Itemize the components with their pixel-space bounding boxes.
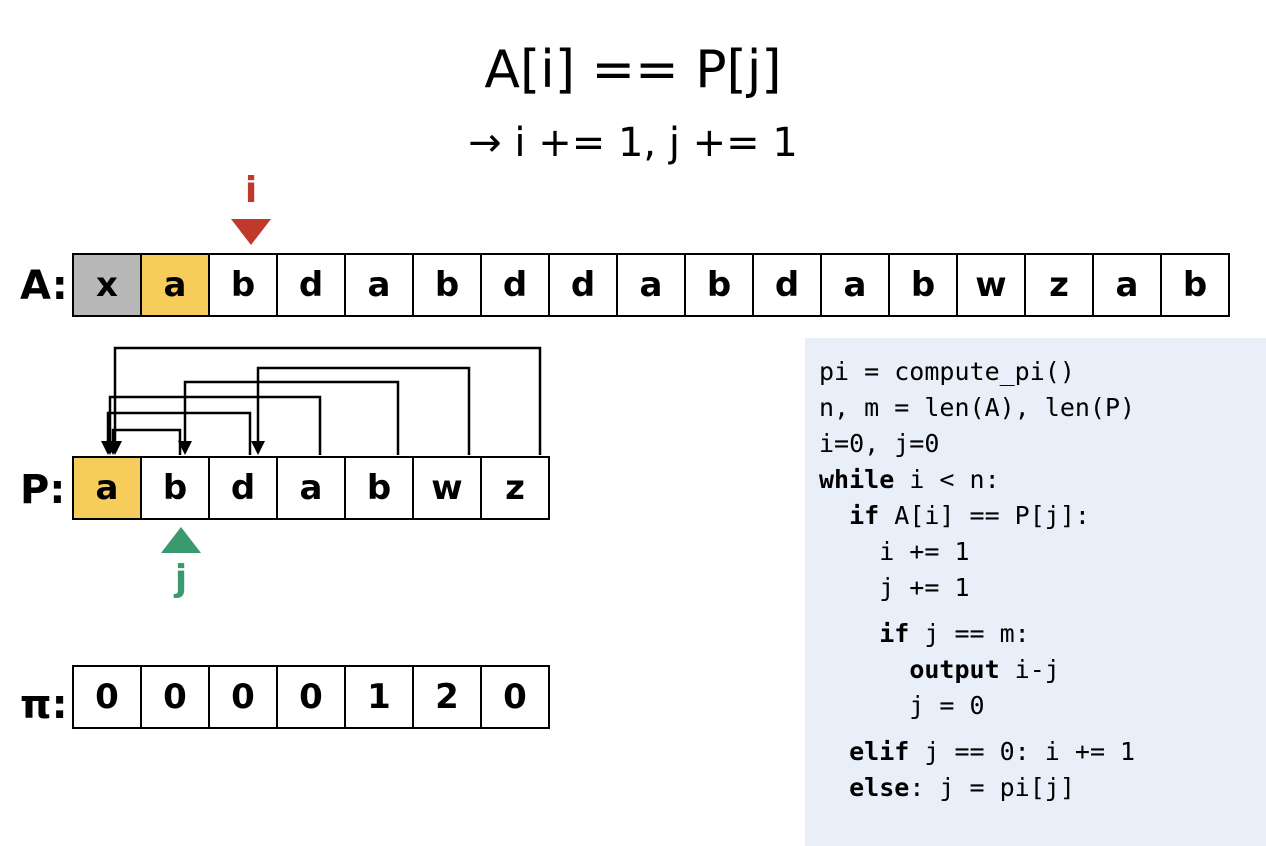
array-a-cell: a [616,253,686,317]
failure-link-line [183,380,400,455]
code-text: : j = pi[j] [909,773,1075,802]
failure-link-line [108,395,322,455]
title-action: → i += 1, j += 1 [468,120,798,166]
array-a-cell: d [480,253,550,317]
arrowhead-icon [106,441,120,455]
failure-link-line [111,428,182,455]
array-a-cell: b [208,253,278,317]
i-pointer-label: i [244,170,258,211]
title-condition: A[i] == P[j] [484,40,782,100]
pattern-p-cell: b [140,456,210,520]
array-a-cell: d [752,253,822,317]
pi-cell: 0 [72,665,142,729]
j-pointer-label: j [174,558,188,599]
code-line: n, m = len(A), len(P) [819,393,1136,422]
code-line: while i < n: [819,462,1266,498]
array-a-cell: d [548,253,618,317]
pi-label: π: [20,682,68,728]
code-indent [819,655,909,684]
array-a-cell: a [820,253,890,317]
code-keyword: output [909,655,1000,684]
code-line: if A[i] == P[j]: [819,498,1266,534]
array-a-cell: b [412,253,482,317]
pi-cell: 2 [412,665,482,729]
code-line: j = 0 [819,691,985,720]
pattern-p-cell: a [72,456,142,520]
code-line: i += 1 [819,537,970,566]
failure-link-line [106,411,252,455]
arrowhead-icon [251,441,265,455]
code-line: pi = compute_pi() [819,357,1075,386]
array-a-cell: z [1024,253,1094,317]
pattern-p-cell: b [344,456,414,520]
array-a-cell: x [72,253,142,317]
pattern-p-cell: a [276,456,346,520]
array-a-label: A: [20,263,68,309]
code-indent [819,773,849,802]
array-a-cell: w [956,253,1026,317]
code-indent [819,619,879,648]
code-text: A[i] == P[j]: [879,501,1090,530]
code-text: i < n: [894,465,1000,494]
array-a-cell: b [1160,253,1230,317]
code-text: j == 0: i += 1 [909,737,1136,766]
code-indent [819,501,849,530]
code-line: else: j = pi[j] [819,770,1266,806]
code-indent [819,737,849,766]
failure-link-line [113,346,542,455]
pattern-p-cell: w [412,456,482,520]
code-line: if j == m: [819,616,1266,652]
code-keyword: if [879,619,910,648]
code-line: elif j == 0: i += 1 [819,734,1266,770]
array-a-cell: a [344,253,414,317]
code-keyword: else [849,773,910,802]
arrowhead-icon [178,441,192,455]
i-pointer-arrow-icon [231,219,271,245]
code-line: output i-j [819,652,1266,688]
code-keyword: if [849,501,880,530]
pattern-p-label: P: [20,467,66,513]
j-pointer-arrow-icon [161,527,201,553]
code-line: i=0, j=0 [819,429,940,458]
code-keyword: elif [849,737,910,766]
code-panel: pi = compute_pi() n, m = len(A), len(P) … [805,338,1266,846]
pi-cell: 1 [344,665,414,729]
failure-link-line [256,366,471,455]
pattern-p-cell: d [208,456,278,520]
code-text: i-j [999,655,1060,684]
code-keyword: while [819,465,895,494]
pi-cell: 0 [276,665,346,729]
pi-cell: 0 [140,665,210,729]
array-a-cell: b [888,253,958,317]
pi-cell: 0 [208,665,278,729]
pi-cell: 0 [480,665,550,729]
code-line: j += 1 [819,573,970,602]
pattern-p-cell: z [480,456,550,520]
code-text: j == m: [909,619,1030,648]
